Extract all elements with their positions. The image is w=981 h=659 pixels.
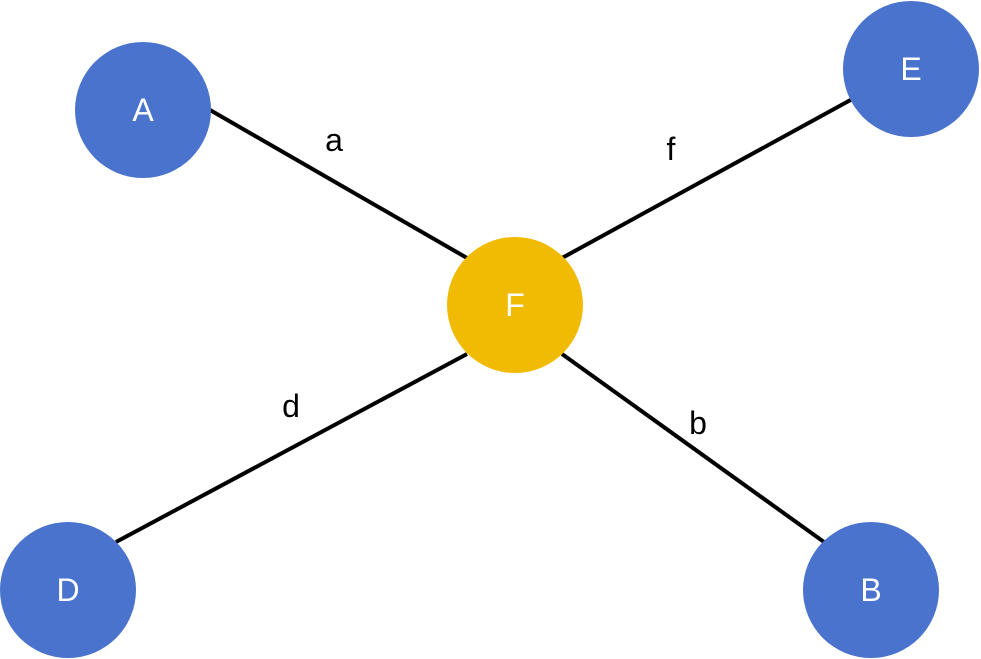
node-f: F [447,237,583,373]
edge-b-line [560,352,826,544]
edge-a-label: a [325,122,343,158]
node-d-circle [0,522,136,658]
node-f-label: F [505,287,525,323]
node-a-label: A [132,92,154,128]
edge-b-label: b [689,405,707,441]
node-a-circle [75,42,211,178]
edge-d-label: d [282,388,300,424]
node-a: A [75,42,211,178]
edge-d-line [115,352,468,544]
node-e-label: E [900,51,921,87]
edge-f-line [561,95,857,260]
node-f-circle [447,237,583,373]
node-b-label: B [860,572,881,608]
node-e-circle [843,1,979,137]
edge-f-label: f [667,131,676,167]
edge-a-line [209,108,468,260]
node-b-circle [803,522,939,658]
node-d-label: D [56,572,79,608]
node-d: D [0,522,136,658]
node-b: B [803,522,939,658]
node-e: E [843,1,979,137]
